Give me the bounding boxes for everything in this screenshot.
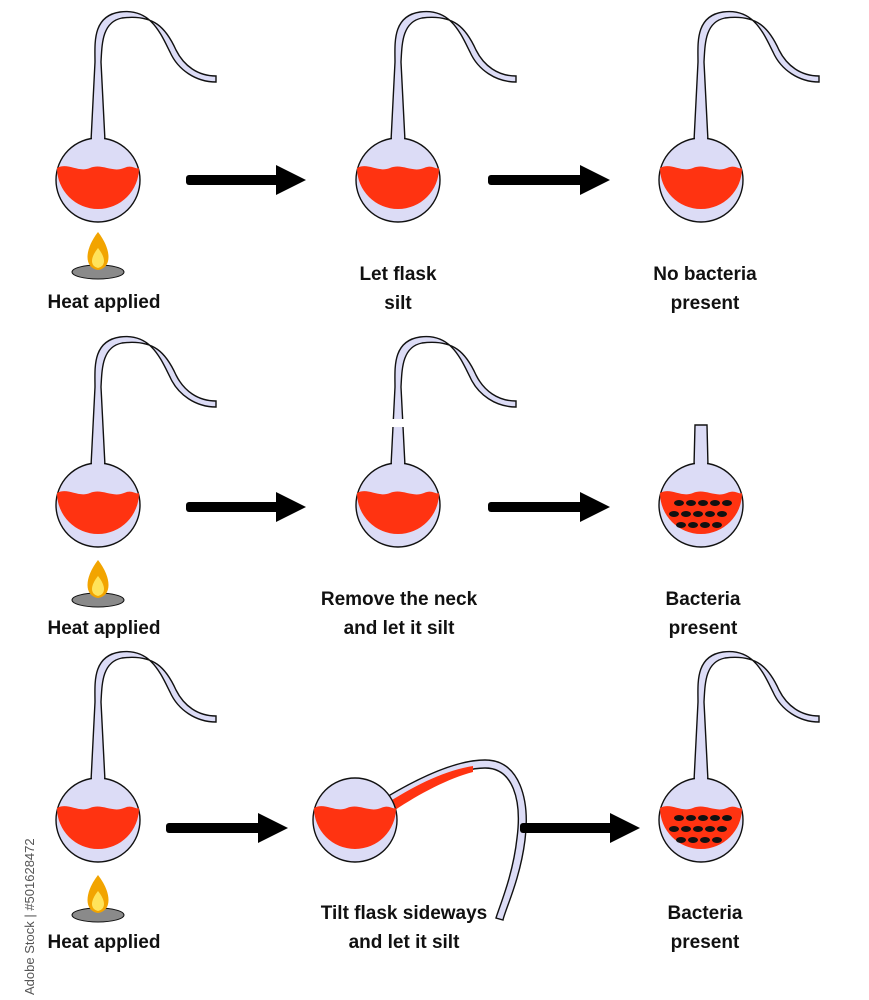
arrow-shaft bbox=[520, 823, 616, 833]
short-neck bbox=[693, 424, 709, 467]
flask-r2-s2 bbox=[355, 335, 517, 548]
bacterium bbox=[717, 511, 727, 517]
label-r1-s2: Let flask silt bbox=[359, 264, 437, 314]
flask-r1-s1 bbox=[55, 10, 217, 223]
bacterium bbox=[688, 837, 698, 843]
neck-joint bbox=[92, 776, 104, 784]
label-r3-s2: Tilt flask sideways and let it silt bbox=[320, 903, 488, 953]
bacterium bbox=[669, 511, 679, 517]
bacterium bbox=[693, 826, 703, 832]
bacterium bbox=[712, 837, 722, 843]
label-r1-s1: Heat applied bbox=[47, 292, 161, 313]
bacterium bbox=[710, 500, 720, 506]
neck-joint bbox=[392, 461, 404, 469]
arrow-head bbox=[580, 165, 610, 195]
arrow-shaft bbox=[488, 175, 586, 185]
bacterium bbox=[698, 500, 708, 506]
arrow-r1-1 bbox=[186, 165, 306, 195]
flask-r3-s3 bbox=[658, 650, 820, 863]
swan-neck bbox=[90, 335, 217, 467]
arrow-r1-2 bbox=[488, 165, 610, 195]
label-r3-s3: Bacteria present bbox=[667, 903, 743, 953]
bacterium bbox=[717, 826, 727, 832]
bacterium bbox=[693, 511, 703, 517]
swan-neck bbox=[693, 10, 820, 142]
label-r2-s1: Heat applied bbox=[47, 618, 161, 639]
bacterium bbox=[676, 837, 686, 843]
flask-r2-s3 bbox=[658, 424, 744, 548]
heat-source-r1 bbox=[71, 232, 125, 280]
liquid bbox=[57, 491, 139, 534]
bacterium bbox=[688, 522, 698, 528]
liquid bbox=[357, 491, 439, 534]
arrow-head bbox=[258, 813, 288, 843]
bacterium bbox=[674, 500, 684, 506]
liquid-in-neck bbox=[389, 766, 473, 810]
arrow-shaft bbox=[186, 175, 282, 185]
arrow-head bbox=[580, 492, 610, 522]
bacterium bbox=[681, 826, 691, 832]
flask-r1-s3 bbox=[658, 10, 820, 223]
neck-joint bbox=[392, 136, 404, 144]
bacterium bbox=[705, 511, 715, 517]
liquid bbox=[57, 166, 139, 209]
neck-joint bbox=[695, 461, 707, 469]
label-r3-s1: Heat applied bbox=[47, 932, 161, 953]
neck-break-gap bbox=[382, 419, 414, 427]
bacterium bbox=[700, 837, 710, 843]
arrow-head bbox=[276, 492, 306, 522]
bacterium bbox=[698, 815, 708, 821]
bacterium bbox=[674, 815, 684, 821]
heat-source-r2 bbox=[71, 560, 125, 608]
bacterium bbox=[710, 815, 720, 821]
arrow-shaft bbox=[186, 502, 282, 512]
label-r2-s2: Remove the neck and let it silt bbox=[320, 589, 478, 639]
arrow-shaft bbox=[166, 823, 264, 833]
flask-r3-s2 bbox=[312, 759, 527, 921]
bacterium bbox=[700, 522, 710, 528]
liquid bbox=[660, 166, 742, 209]
neck-joint bbox=[695, 136, 707, 144]
bacterium bbox=[686, 500, 696, 506]
heat-source-r3 bbox=[71, 875, 125, 923]
bacterium bbox=[705, 826, 715, 832]
flask-r3-s1 bbox=[55, 650, 217, 863]
flame-core bbox=[92, 891, 104, 911]
arrow-r3-1 bbox=[166, 813, 288, 843]
liquid bbox=[57, 806, 139, 849]
swan-neck bbox=[90, 650, 217, 782]
bacterium bbox=[686, 815, 696, 821]
swan-neck bbox=[390, 10, 517, 142]
label-r1-s3: No bacteria present bbox=[653, 264, 757, 314]
swan-neck bbox=[693, 650, 820, 782]
arrow-r2-2 bbox=[488, 492, 610, 522]
bacterium bbox=[669, 826, 679, 832]
arrow-head bbox=[276, 165, 306, 195]
arrow-r3-2 bbox=[520, 813, 640, 843]
bacterium bbox=[676, 522, 686, 528]
bacterium bbox=[722, 500, 732, 506]
swan-neck bbox=[390, 335, 517, 467]
swan-neck bbox=[90, 10, 217, 142]
flask-r1-s2 bbox=[355, 10, 517, 223]
flask-r2-s1 bbox=[55, 335, 217, 548]
arrow-r2-1 bbox=[186, 492, 306, 522]
flask-neck bbox=[384, 759, 527, 921]
arrow-shaft bbox=[488, 502, 586, 512]
flame-core bbox=[92, 576, 104, 596]
neck-joint bbox=[92, 461, 104, 469]
neck-joint bbox=[92, 136, 104, 144]
bacterium bbox=[722, 815, 732, 821]
neck-joint bbox=[695, 776, 707, 784]
arrow-head bbox=[610, 813, 640, 843]
stock-watermark: Adobe Stock | #501628472 bbox=[22, 838, 37, 995]
label-r2-s3: Bacteria present bbox=[665, 589, 741, 639]
bacterium bbox=[681, 511, 691, 517]
flame-core bbox=[92, 248, 104, 268]
liquid bbox=[314, 806, 396, 849]
bacterium bbox=[712, 522, 722, 528]
liquid bbox=[357, 166, 439, 209]
